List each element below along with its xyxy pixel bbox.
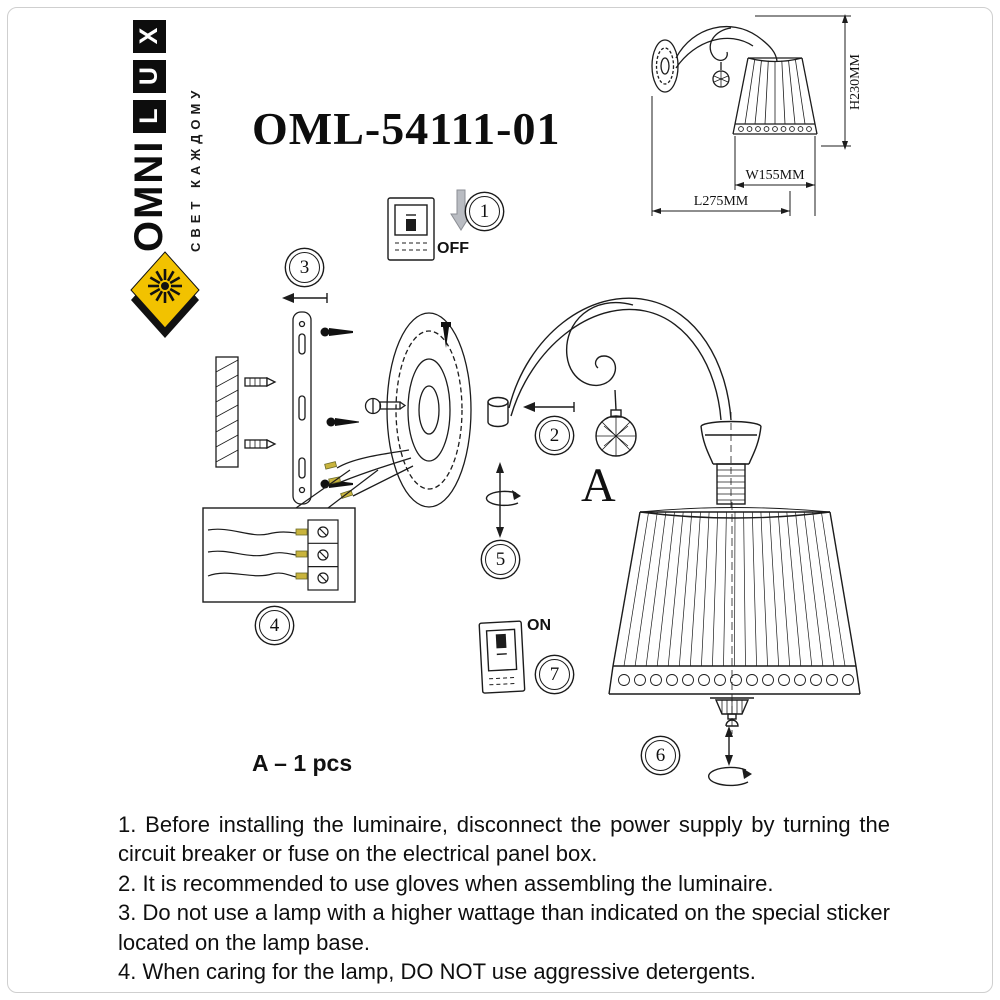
wall-switch-on-icon: [478, 620, 526, 694]
instruction-item-3: 3. Do not use a lamp with a higher watta…: [118, 900, 890, 955]
dim-length-label: L275MM: [694, 194, 749, 209]
rotation-arrow-icon: [485, 462, 521, 538]
down-arrow-icon: [450, 189, 472, 231]
page-border: [7, 7, 993, 993]
lamp-wires: [336, 449, 414, 497]
part-letter-label: A: [581, 459, 616, 512]
instruction-item-4: 4. When caring for the lamp, DO NOT use …: [118, 959, 756, 985]
instruction-item-2: 2. It is recommended to use gloves when …: [118, 870, 774, 896]
dim-height-label: H230MM: [848, 53, 863, 110]
lamp-arm: [675, 25, 778, 62]
terminal-block-detail: [202, 469, 379, 603]
ceiling-canopy: [386, 312, 472, 508]
off-label: OFF: [437, 240, 469, 257]
dim-width-label: W155MM: [745, 168, 805, 183]
on-label: ON: [527, 617, 551, 634]
brand-lux-letter-l: L: [132, 99, 166, 133]
screw-side-view: [364, 397, 407, 415]
lamp-socket: [700, 412, 762, 510]
instructions-text: 1. Before installing the luminaire, disc…: [118, 810, 890, 987]
step-5-badge: 5: [485, 544, 516, 575]
lamp-arm-diagram: [487, 297, 762, 510]
brand-logo-text: OMNI L U X: [126, 8, 172, 252]
shade-ornament-band: [608, 665, 861, 695]
left-arrow-icon: [523, 402, 575, 412]
connector-pin: [487, 396, 509, 428]
brand-omni-text: OMNI: [126, 139, 171, 252]
lamp-shade: [734, 57, 816, 125]
dimension-lines: [651, 15, 851, 216]
shade-finial: [710, 697, 754, 727]
quantity-label: A – 1 pcs: [252, 750, 353, 776]
circuit-breaker-off-icon: [387, 197, 435, 261]
step-6-badge: 6: [645, 740, 676, 771]
arm-scroll: [566, 301, 634, 386]
instruction-item-1: 1. Before installing the luminaire, disc…: [118, 812, 890, 867]
step-7-badge: 7: [539, 659, 570, 690]
left-arrow-icon: [282, 293, 328, 303]
lamp-shade-diagram: [608, 502, 861, 734]
brand-lux-letter-x: X: [132, 19, 166, 53]
brand-lux-letter-u: U: [132, 59, 166, 93]
terminal-strip: [307, 519, 339, 591]
wall-anchor: [244, 376, 277, 388]
curved-arm: [508, 297, 732, 421]
step-3-badge: 3: [289, 252, 320, 283]
rotation-arrow-icon: [708, 726, 752, 787]
brand-logo: OMNI L U X: [126, 8, 172, 252]
mounting-screws: [320, 322, 451, 489]
brand-tagline-text: СВЕТ КАЖДОМУ: [187, 85, 203, 252]
model-number-title: OML-54111-01: [252, 103, 561, 154]
step-4-badge: 4: [259, 610, 290, 641]
brand-tagline: СВЕТ КАЖДОМУ: [184, 12, 206, 252]
step-1-badge: 1: [469, 196, 500, 227]
wall-lamp-overview-drawing: H230MM W155MM L275MM: [651, 14, 863, 216]
wall-section: [215, 356, 239, 468]
wall-anchor: [244, 438, 277, 450]
step-2-badge: 2: [539, 420, 570, 451]
brand-diamond-icon: [130, 251, 200, 338]
